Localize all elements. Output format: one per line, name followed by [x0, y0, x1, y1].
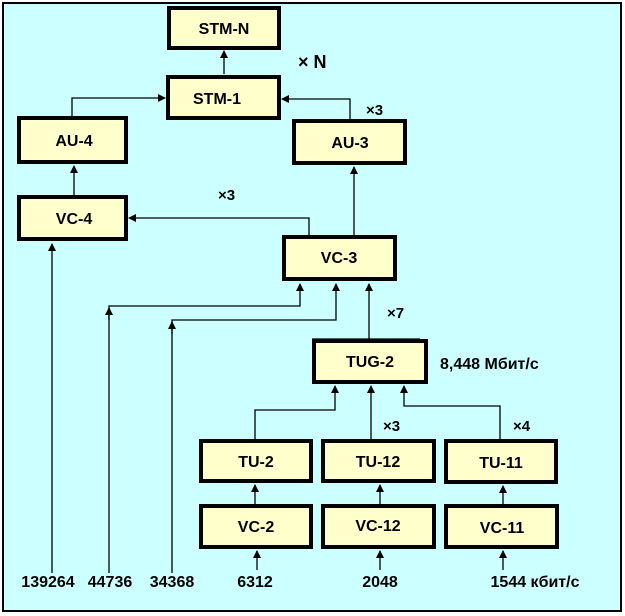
block-tu-2: TU-2	[199, 439, 313, 483]
block-label: VC-3	[321, 250, 358, 267]
block-label: TUG-2	[346, 354, 394, 371]
tug2-rate-label: 8,448 Мбит/с	[440, 356, 539, 373]
multiplier-tug-2: ×7	[387, 305, 404, 322]
block-label: VC-4	[56, 211, 93, 228]
block-label: VC-11	[480, 520, 525, 537]
block-tu-11: TU-11	[444, 439, 558, 484]
block-vc-11: VC-11	[444, 504, 559, 549]
multiplier-stm-n: × N	[298, 52, 327, 72]
arrow-tu2-to-tug2	[254, 385, 339, 439]
block-label: AU-4	[55, 133, 92, 150]
input-rate-44736: 44736	[88, 574, 133, 591]
input-rate-139264: 139264	[21, 574, 74, 591]
arrow-au4-to-stm1	[71, 94, 166, 116]
multiplier-tu-11: ×4	[513, 418, 531, 435]
block-label: AU-3	[331, 135, 368, 152]
arrow-vc3-to-vc4	[128, 214, 310, 235]
input-rate-1544: 1544 кбит/с	[491, 574, 580, 591]
connections	[48, 50, 507, 573]
block-vc-12: VC-12	[321, 504, 436, 549]
block-label: TU-2	[238, 454, 274, 471]
arrow-34368-to-vc3	[171, 283, 340, 573]
arrow-au3-to-stm1	[281, 95, 351, 119]
multiplier-vc3-to-vc4: ×3	[218, 187, 235, 204]
block-stm-n: STM-N	[167, 6, 281, 50]
multiplier-tu-12: ×3	[383, 418, 400, 435]
block-au-3: AU-3	[292, 119, 407, 165]
block-label: TU-11	[479, 455, 523, 472]
input-rates: 139264 44736 34368 6312 2048 1544 кбит/с	[21, 574, 579, 591]
block-stm-1: STM-1	[166, 75, 281, 120]
block-label: TU-12	[356, 454, 401, 471]
input-rate-2048: 2048	[362, 574, 398, 591]
block-tug-2: TUG-2	[312, 339, 428, 384]
block-vc-4: VC-4	[17, 195, 128, 241]
arrow-44736-to-vc3	[108, 283, 304, 573]
arrow-tu11-to-tug2	[400, 385, 501, 439]
block-label: STM-N	[199, 21, 250, 38]
block-vc-3: VC-3	[282, 235, 397, 281]
block-label: VC-2	[238, 519, 275, 536]
block-label: STM-1	[193, 91, 241, 108]
block-tu-12: TU-12	[321, 439, 436, 483]
multiplier-au-3: ×3	[366, 102, 383, 119]
input-rate-6312: 6312	[237, 574, 273, 591]
block-label: VC-12	[355, 518, 400, 535]
block-au-4: AU-4	[17, 116, 128, 164]
input-rate-34368: 34368	[150, 574, 195, 591]
block-vc-2: VC-2	[199, 504, 313, 549]
